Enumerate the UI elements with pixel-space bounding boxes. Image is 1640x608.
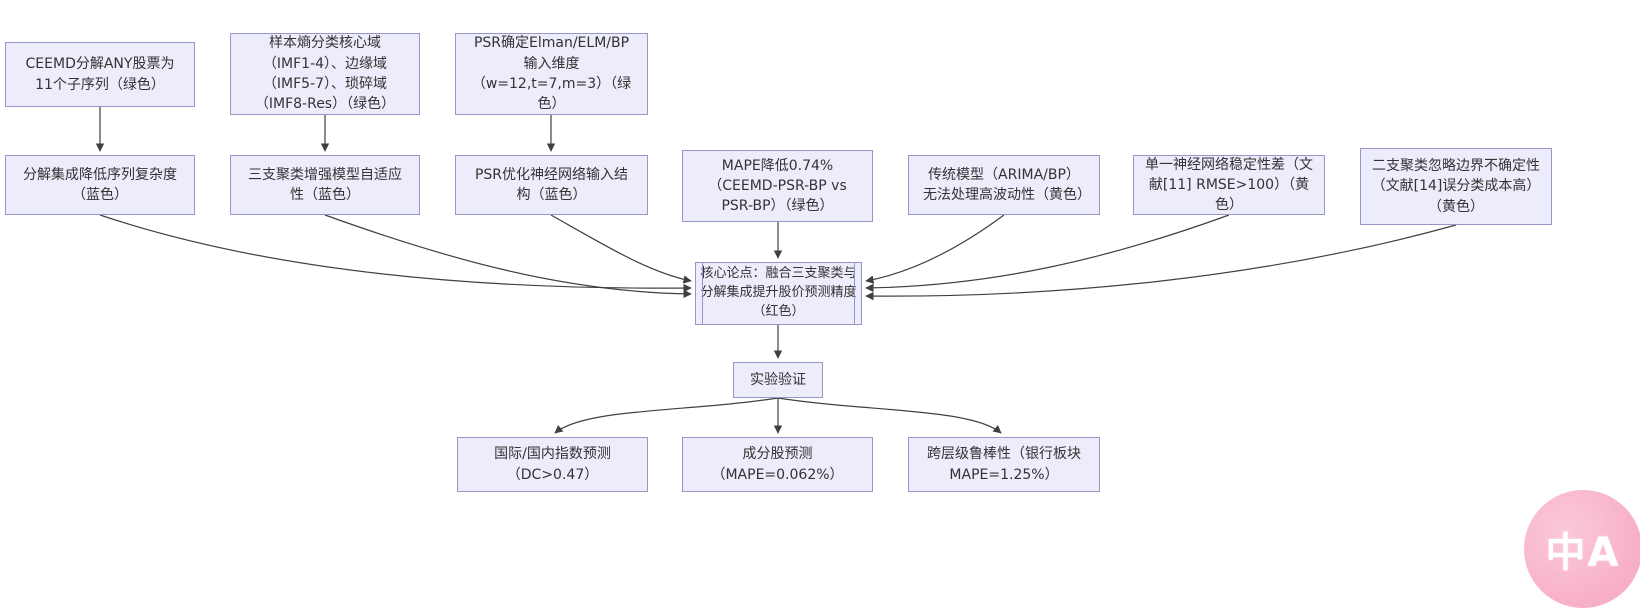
node-experiment-validation: 实验验证 [733,362,823,398]
edge-decomp-core [99,214,692,293]
edge-singlenn-core [865,214,1230,293]
node-three-way-clustering: 三支聚类增强模型自适应性（蓝色） [230,155,420,215]
edge-psropt-core [550,214,692,284]
edge-twoway-core [865,224,1457,301]
node-label: 分解集成降低序列复杂度（蓝色） [23,166,177,203]
node-mape-reduction: MAPE降低0.74%（CEEMD-PSR-BP vs PSR-BP）（绿色） [682,150,873,222]
translate-badge-label: 中A [1545,530,1621,576]
node-index-prediction: 国际/国内指数预测（DC>0.47） [457,437,648,492]
edge-traditional-core [865,214,1005,284]
node-label: PSR优化神经网络输入结构（蓝色） [474,166,629,203]
node-constituent-stock-prediction: 成分股预测（MAPE=0.062%） [682,437,873,492]
node-label: PSR确定Elman/ELM/BP输入维度（w=12,t=7,m=3）（绿色） [471,35,632,113]
node-core-thesis: 核心论点：融合三支聚类与分解集成提升股价预测精度（红色） [695,262,862,325]
node-label: 三支聚类增强模型自适应性（蓝色） [248,166,402,203]
node-label: MAPE降低0.74%（CEEMD-PSR-BP vs PSR-BP）（绿色） [708,157,847,215]
node-psr-input-dimension: PSR确定Elman/ELM/BP输入维度（w=12,t=7,m=3）（绿色） [455,33,648,115]
node-sample-entropy: 样本熵分类核心域（IMF1-4）、边缘域（IMF5-7）、琐碎域（IMF8-Re… [230,33,420,115]
node-label: 样本熵分类核心域（IMF1-4）、边缘域（IMF5-7）、琐碎域（IMF8-Re… [254,35,396,113]
node-label: 传统模型（ARIMA/BP）无法处理高波动性（黄色） [923,166,1091,203]
edge-threeway-core [324,214,692,299]
edge-experiment-index [554,397,779,434]
node-ceemd-decomposition: CEEMD分解ANY股票为11个子序列（绿色） [5,42,195,107]
node-label: 单一神经网络稳定性差（文献[11] RMSE>100）（黄色） [1145,156,1313,214]
translate-badge-button[interactable]: 中A [1524,490,1640,608]
node-label: 国际/国内指数预测（DC>0.47） [494,446,611,483]
node-label: CEEMD分解ANY股票为11个子序列（绿色） [25,56,175,93]
node-two-way-clustering: 二支聚类忽略边界不确定性（文献[14]误分类成本高）（黄色） [1360,148,1552,225]
flowchart-canvas: CEEMD分解ANY股票为11个子序列（绿色） 样本熵分类核心域（IMF1-4）… [5,33,1640,608]
node-label: 二支聚类忽略边界不确定性（文献[14]误分类成本高）（黄色） [1371,158,1541,215]
node-decomposition-complexity: 分解集成降低序列复杂度（蓝色） [5,155,195,215]
node-label: 成分股预测（MAPE=0.062%） [711,446,844,483]
node-cross-level-robustness: 跨层级鲁棒性（银行板块 MAPE=1.25%） [908,437,1100,492]
node-label: 实验验证 [750,371,806,388]
node-traditional-models: 传统模型（ARIMA/BP）无法处理高波动性（黄色） [908,155,1100,215]
node-label: 核心论点：融合三支聚类与分解集成提升股价预测精度（红色） [700,266,857,319]
node-label: 跨层级鲁棒性（银行板块 MAPE=1.25%） [927,446,1081,483]
node-single-nn-instability: 单一神经网络稳定性差（文献[11] RMSE>100）（黄色） [1133,155,1325,215]
node-psr-optimization: PSR优化神经网络输入结构（蓝色） [455,155,648,215]
edge-experiment-robust [777,397,1002,434]
